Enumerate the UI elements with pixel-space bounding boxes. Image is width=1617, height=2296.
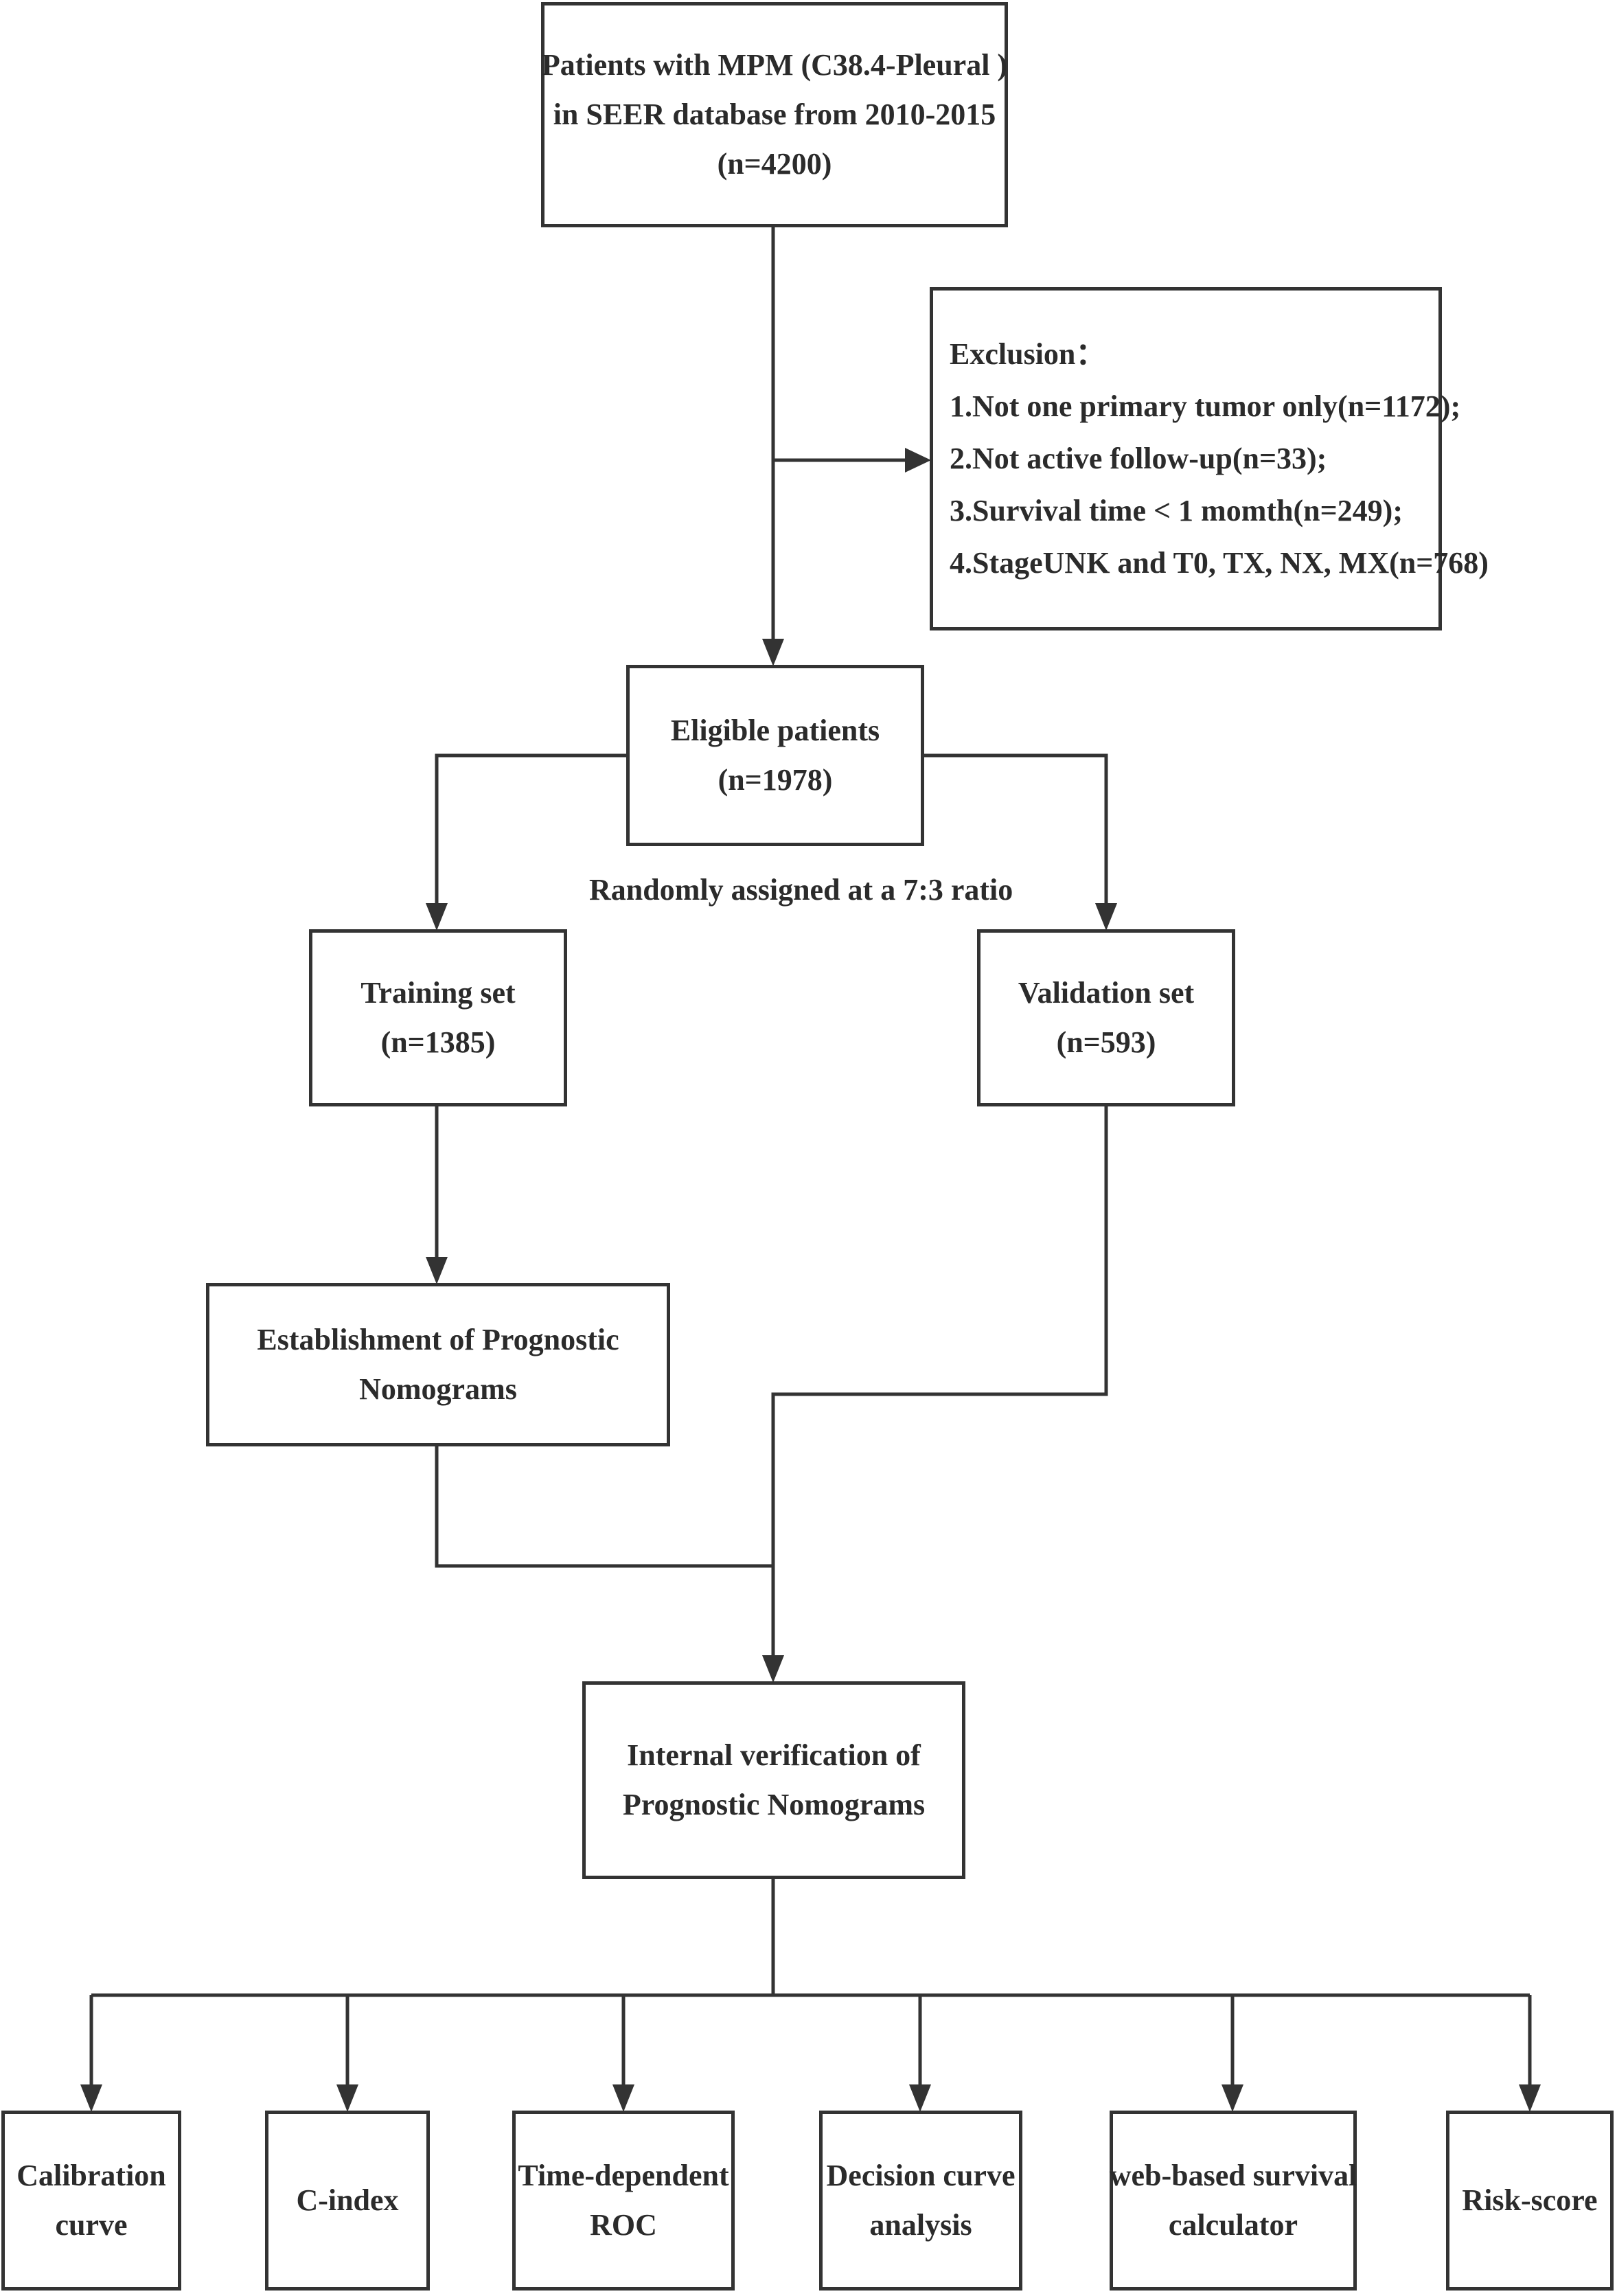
eligible-line-2: (n=1978)	[718, 763, 833, 797]
internal-line-2: Prognostic Nomograms	[622, 1788, 926, 1821]
arrowhead-internal	[762, 1655, 784, 1683]
arrowhead-roc	[612, 2084, 634, 2112]
exclusion-heading: Exclusion：	[950, 337, 1106, 371]
validation-line-2: (n=593)	[1056, 1025, 1156, 1059]
establishment-line-2: Nomograms	[359, 1372, 517, 1406]
training-line-2: (n=1385)	[380, 1025, 496, 1059]
exclusion-item-4: 4.StageUNK and T0, TX, NX, MX(n=768)	[950, 546, 1489, 580]
exclusion-item-2: 2.Not active follow-up(n=33);	[950, 442, 1327, 475]
riskscore-line-1: Risk-score	[1462, 2183, 1598, 2217]
output-calibration-curve: Calibration curve	[1, 2111, 181, 2291]
establishment-box: Establishment of Prognostic Nomograms	[206, 1283, 670, 1446]
validation-set-box: Validation set (n=593)	[977, 929, 1235, 1106]
arrowhead-decision	[909, 2084, 931, 2112]
eligible-box: Eligible patients (n=1978)	[626, 665, 924, 846]
split-ratio-label: Randomly assigned at a 7:3 ratio	[589, 873, 1013, 907]
output-risk-score: Risk-score	[1446, 2111, 1614, 2291]
source-box: Patients with MPM (C38.4-Pleural ) in SE…	[541, 2, 1008, 227]
output-decision-curve-analysis: Decision curve analysis	[819, 2111, 1022, 2291]
arrowhead-exclusion	[905, 448, 931, 473]
connector-eligible-validation	[923, 753, 1108, 907]
decision-line-1: Decision curve	[826, 2159, 1016, 2192]
source-line-3: (n=4200)	[717, 147, 832, 181]
arrowhead-eligible	[762, 639, 784, 666]
internal-verification-box: Internal verification of Prognostic Nomo…	[582, 1681, 965, 1879]
training-set-box: Training set (n=1385)	[309, 929, 567, 1106]
arrowhead-calibration	[80, 2084, 102, 2112]
exclusion-item-1: 1.Not one primary tumor only(n=1172);	[950, 389, 1461, 423]
arrowhead-validation	[1095, 903, 1117, 931]
calibration-line-1: Calibration	[16, 2159, 166, 2192]
arrowhead-riskscore	[1519, 2084, 1541, 2112]
calculator-line-2: calculator	[1168, 2208, 1298, 2242]
calculator-line-1: web-based survival	[1109, 2159, 1357, 2192]
connector-eligible-training	[435, 753, 626, 907]
arrowhead-cindex	[336, 2084, 358, 2112]
output-web-based-survival-calculator: web-based survival calculator	[1110, 2111, 1357, 2291]
output-c-index: C-index	[265, 2111, 430, 2291]
exclusion-item-3: 3.Survival time < 1 momth(n=249);	[950, 494, 1403, 527]
calibration-line-2: curve	[55, 2208, 128, 2242]
arrowhead-training	[426, 903, 448, 931]
decision-line-2: analysis	[869, 2208, 972, 2242]
exclusion-box: Exclusion： 1.Not one primary tumor only(…	[930, 287, 1489, 630]
training-line-1: Training set	[360, 976, 516, 1010]
roc-line-1: Time-dependent	[518, 2159, 729, 2192]
internal-line-1: Internal verification of	[627, 1738, 921, 1772]
connector-validation-merge	[771, 1106, 1108, 1566]
cindex-line-1: C-index	[296, 2183, 399, 2217]
source-line-2: in SEER database from 2010-2015	[553, 98, 996, 131]
establishment-line-1: Establishment of Prognostic	[257, 1323, 619, 1356]
validation-line-1: Validation set	[1018, 976, 1195, 1010]
arrowhead-establishment	[426, 1257, 448, 1284]
source-line-1: Patients with MPM (C38.4-Pleural )	[541, 48, 1008, 82]
connector-establishment-merge	[435, 1446, 773, 1568]
eligible-line-1: Eligible patients	[670, 714, 880, 747]
output-time-dependent-roc: Time-dependent ROC	[512, 2111, 735, 2291]
roc-line-2: ROC	[590, 2208, 657, 2242]
arrowhead-calculator	[1222, 2084, 1243, 2112]
